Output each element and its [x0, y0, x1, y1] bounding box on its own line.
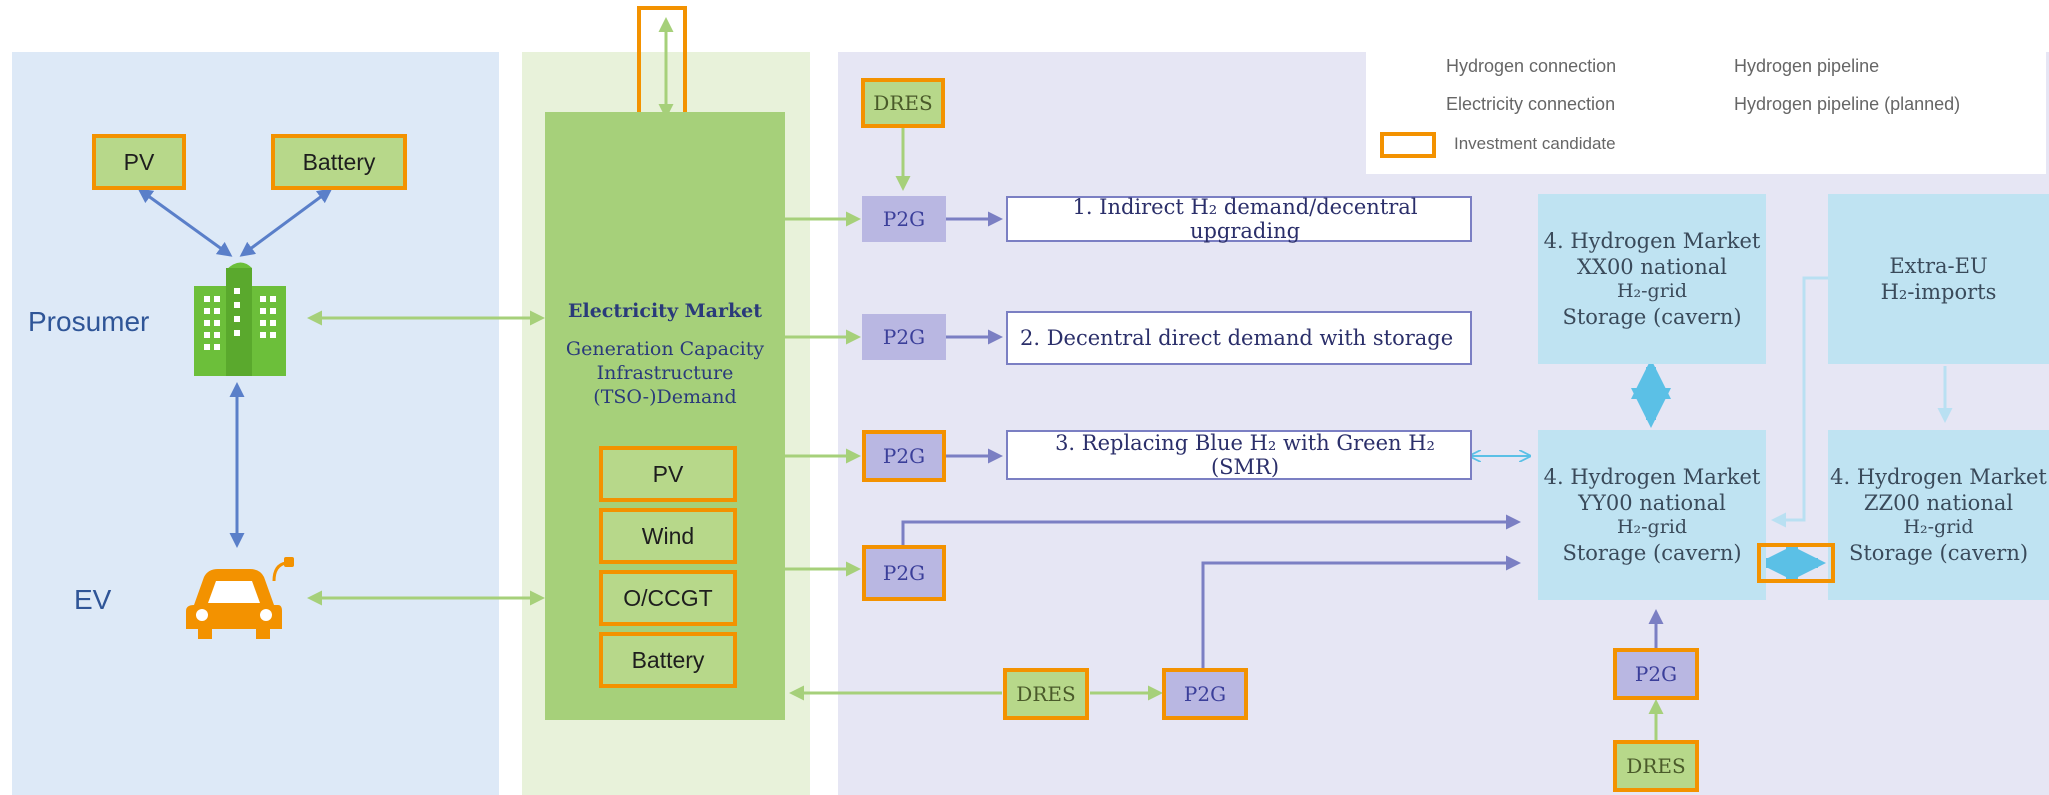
building-icon [194, 262, 286, 376]
electric-car-icon [186, 557, 294, 639]
dres-bottom-right[interactable]: DRES [1613, 740, 1699, 792]
dres-top[interactable]: DRES [861, 78, 945, 128]
pv-house-connection [137, 188, 233, 257]
ev-label: EV [74, 584, 112, 615]
extra-eu-line-2: H₂-imports [1880, 280, 1997, 304]
candidate-battery[interactable]: Battery [599, 632, 737, 688]
legend-hydrogen-pipeline: Hydrogen pipeline [1734, 56, 1880, 76]
candidate-wind[interactable]: Wind [599, 508, 737, 564]
xx-line-1: 4. Hydrogen Market [1543, 228, 1761, 253]
xx-line-2: XX00 national [1577, 255, 1727, 279]
prosumer-pv-box[interactable]: PV [92, 134, 186, 190]
demand-3[interactable]: 3. Replacing Blue H₂ with Green H₂ (SMR) [1006, 430, 1472, 480]
yy-line-3: H₂-grid [1616, 516, 1688, 539]
extra-eu-imports[interactable]: Extra-EU H₂-imports [1828, 194, 2049, 364]
hydrogen-market-yy[interactable]: 4. Hydrogen Market YY00 national H₂-grid… [1538, 430, 1766, 600]
demand-1[interactable]: 1. Indirect H₂ demand/decentral upgradin… [1006, 195, 1472, 243]
zz-line-2: ZZ00 national [1863, 491, 2014, 515]
p2g-4[interactable]: P2G [862, 545, 946, 601]
yy-line-2: YY00 national [1578, 491, 1726, 515]
electricity-market-title: Electricity Market [568, 300, 762, 322]
zz-line-1: 4. Hydrogen Market [1830, 464, 2047, 489]
legend-investment-candidate: Investment candidate [1454, 134, 1616, 153]
p2g-3[interactable]: P2G [862, 430, 946, 482]
p2g-2[interactable]: P2G [862, 314, 946, 360]
demand-2[interactable]: 2. Decentral direct demand with storage [1006, 311, 1472, 365]
p2g5-yy-connection [1201, 555, 1521, 670]
p2g4-yy-connection [901, 514, 1521, 545]
hydrogen-market-zz[interactable]: 4. Hydrogen Market ZZ00 national H₂-grid… [1828, 430, 2049, 600]
interconnector-candidate[interactable] [637, 6, 687, 126]
extra-eu-yy-import [1771, 276, 1830, 528]
battery-house-connection [239, 188, 333, 257]
xx-line-4: Storage (cavern) [1562, 305, 1742, 329]
p2g-5[interactable]: P2G [1162, 668, 1248, 720]
hydrogen-market-xx[interactable]: 4. Hydrogen Market XX00 national H₂-grid… [1538, 194, 1766, 364]
p2g-6[interactable]: P2G [1613, 648, 1699, 700]
prosumer-battery-box[interactable]: Battery [271, 134, 407, 190]
xx-line-3: H₂-grid [1616, 280, 1688, 303]
electricity-market-subtitle: Generation Capacity Infrastructure (TSO-… [545, 338, 785, 409]
legend-electricity-connection: Electricity connection [1446, 94, 1616, 114]
extra-eu-line-1: Extra-EU [1889, 253, 1988, 278]
legend-investment-icon [1380, 132, 1436, 158]
zz-line-3: H₂-grid [1903, 516, 1974, 539]
yy-line-1: 4. Hydrogen Market [1543, 464, 1761, 489]
subtitle-line-1: Generation Capacity [565, 338, 765, 360]
candidate-pv[interactable]: PV [599, 446, 737, 502]
candidate-occgt[interactable]: O/CCGT [599, 570, 737, 626]
prosumer-label: Prosumer [28, 306, 150, 337]
subtitle-line-2: Infrastructure [596, 361, 734, 384]
legend-hydrogen-connection: Hydrogen connection [1446, 56, 1617, 76]
pipeline-candidate[interactable] [1757, 543, 1835, 583]
yy-line-4: Storage (cavern) [1562, 541, 1742, 565]
subtitle-line-3: (TSO-)Demand [593, 385, 737, 408]
zz-line-4: Storage (cavern) [1848, 541, 2029, 565]
dres-bottom-left[interactable]: DRES [1003, 668, 1089, 720]
electricity-market-box[interactable] [545, 112, 785, 720]
legend: Hydrogen connection Hydrogen pipeline El… [1366, 46, 2046, 174]
legend-hydrogen-pipeline-planned: Hydrogen pipeline (planned) [1734, 94, 1961, 114]
p2g-1[interactable]: P2G [862, 196, 946, 242]
